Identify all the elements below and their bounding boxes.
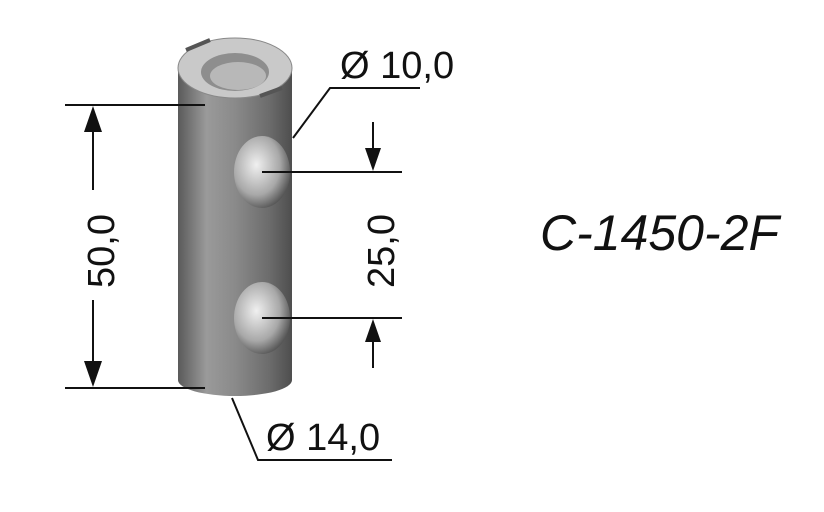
arrow-down-icon [365, 148, 381, 171]
outer-diameter-label: Ø 14,0 [266, 417, 380, 459]
pin-cylinder [177, 37, 293, 396]
length-dimension [65, 104, 205, 389]
arrow-up-icon [365, 319, 381, 342]
hole-spacing-label: 25,0 [361, 214, 403, 288]
inner-diameter-leader [292, 87, 420, 139]
hole-spacing-dimension [262, 122, 402, 368]
outer-diameter-leader [231, 397, 392, 461]
arrow-up-icon [84, 106, 102, 132]
part-code: C-1450-2F [540, 205, 781, 261]
arrow-down-icon [84, 361, 102, 387]
length-label: 50,0 [81, 214, 123, 288]
inner-diameter-label: Ø 10,0 [340, 45, 454, 87]
